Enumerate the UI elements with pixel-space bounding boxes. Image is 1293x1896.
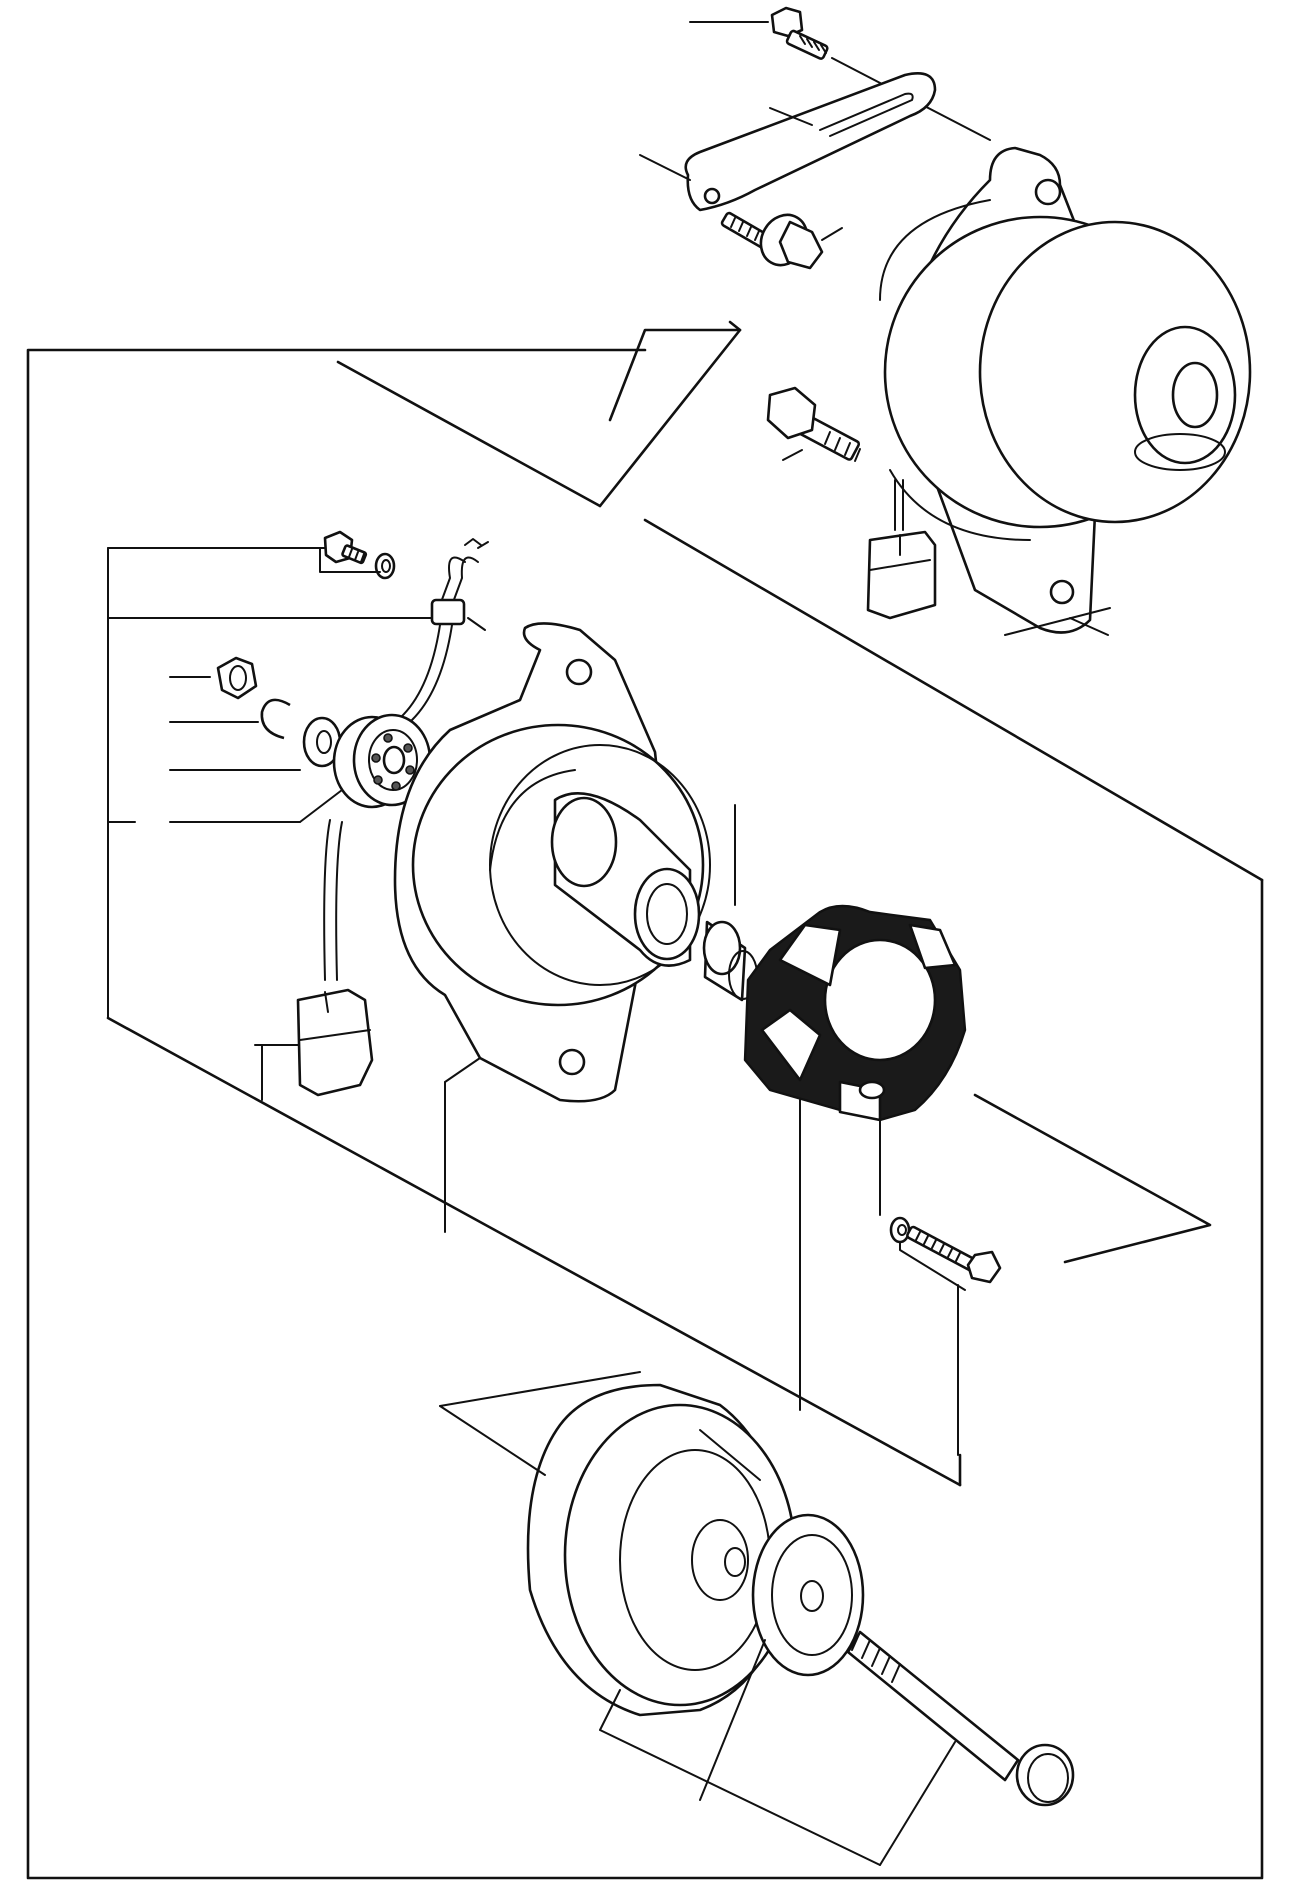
frame-lines — [26, 320, 1264, 1880]
adjusting-bracket — [639, 72, 937, 212]
flat-washer — [169, 716, 342, 771]
bracket-bolt — [720, 211, 843, 270]
spacer-sleeve — [702, 804, 758, 1002]
connector-plug — [866, 530, 937, 620]
leader-lines — [599, 1639, 956, 1866]
stator — [743, 904, 967, 1411]
screw — [134, 530, 368, 565]
spring-washer — [169, 698, 291, 740]
bearing — [169, 713, 432, 823]
pulley — [439, 1371, 797, 1717]
long-screw — [899, 1225, 1002, 1456]
lock-washer — [319, 547, 396, 580]
mounting-bolt — [766, 386, 861, 462]
bolt-top — [689, 6, 991, 141]
connector-plug — [254, 988, 374, 1101]
pulley-bolt — [846, 1630, 1075, 1807]
pulley-washer — [751, 1513, 865, 1677]
nut — [169, 656, 258, 700]
front-housing — [393, 622, 711, 1233]
alternator-assembly — [866, 146, 1252, 636]
washer-small — [889, 1216, 911, 1244]
